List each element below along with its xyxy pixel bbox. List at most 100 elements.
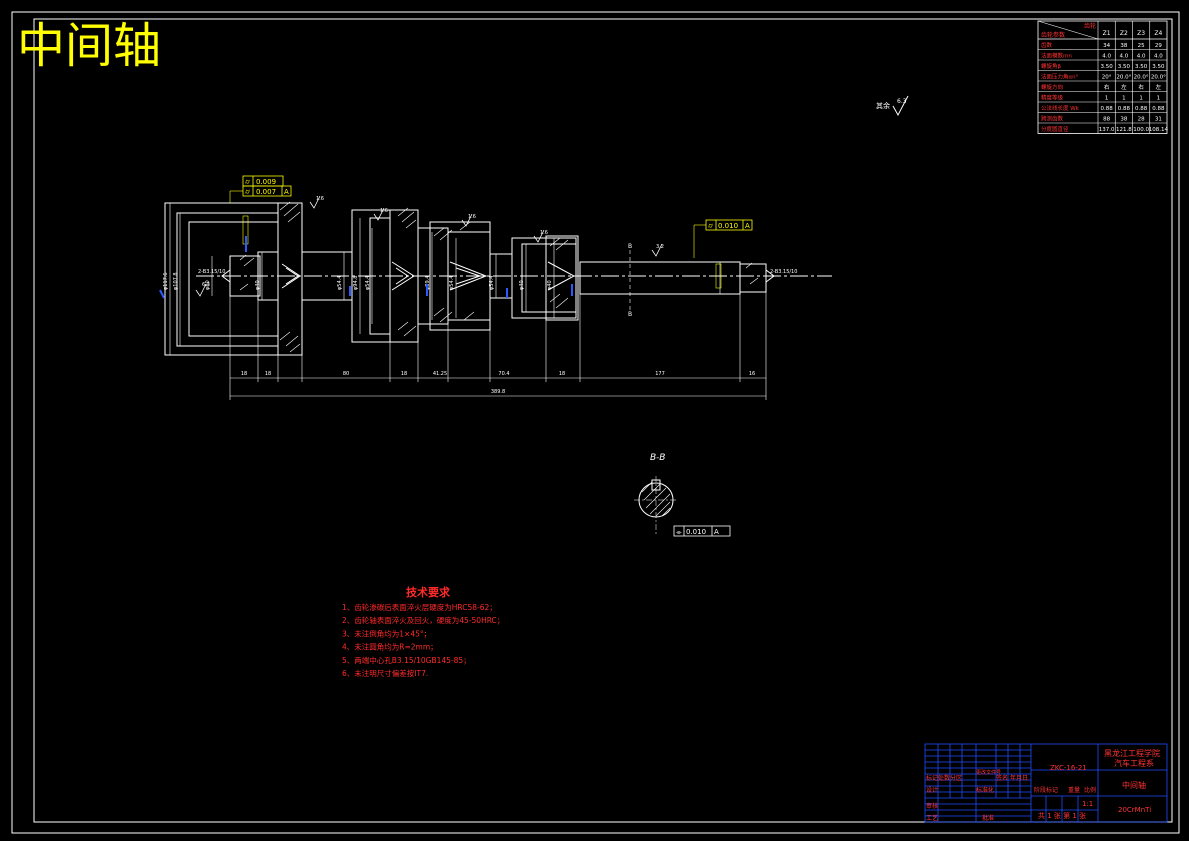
blue-mark-3 xyxy=(159,289,165,299)
params-cell: 1 xyxy=(1139,96,1143,102)
section-bb-tol-value: 0.010 xyxy=(686,528,706,536)
overall-length-label: 389.8 xyxy=(491,389,505,395)
params-cell: 右 xyxy=(1138,83,1144,91)
title-block-designer-3: 审核 xyxy=(926,802,938,810)
title-block-stage-3: 比例 xyxy=(1084,786,1096,794)
title-block-label-5: 签名 xyxy=(996,774,1008,782)
length-dim-label: 80 xyxy=(343,371,349,377)
params-cell: 1 xyxy=(1105,96,1109,102)
length-dim-label: 18 xyxy=(241,371,247,377)
diameter-dim-label: φ40 xyxy=(547,280,553,290)
gear-z2-teeth xyxy=(391,261,415,291)
params-cell: 0.88 xyxy=(1118,106,1131,112)
title-block-scale: 1:1 xyxy=(1082,800,1093,808)
params-col-header: Z3 xyxy=(1137,30,1145,37)
gear-z4-inner xyxy=(521,243,577,313)
right-end-centerhole xyxy=(765,269,775,283)
title-block-text: 黑龙江工程学院 汽车工程系 ZKC-16-21 中间轴 1:1 20CrMnTi… xyxy=(926,748,1160,822)
params-cell: 1 xyxy=(1122,96,1126,102)
title-block-designer-1: 设计 xyxy=(926,786,938,794)
gear-z4-teeth xyxy=(547,261,576,291)
drawing-title: 中间轴 xyxy=(17,18,161,74)
params-cell: 4.0 xyxy=(1102,54,1111,60)
tolerance-frame-2-value: 0.007 xyxy=(256,188,276,196)
tolerance-frame-2-symbol: ⌭ xyxy=(245,188,250,196)
blue-tolerance-marks xyxy=(159,215,722,299)
section-bb-tol-datum: A xyxy=(714,528,719,536)
params-cell: 137.0 xyxy=(1099,127,1115,133)
gear-z1-outline xyxy=(164,202,279,356)
diameter-dim-label: φ54.4 xyxy=(449,276,455,290)
tech-requirements-heading: 技术要求 xyxy=(406,585,451,599)
params-cell: 31 xyxy=(1155,117,1162,123)
tech-requirement-item: 2、齿轮轴表面淬火及回火，硬度为45-50HRC； xyxy=(342,615,504,625)
diameter-dim-label: φ107.8 xyxy=(173,272,179,290)
tolerance-frame-3-value: 0.010 xyxy=(718,222,738,230)
left-end-centerhole xyxy=(221,269,231,283)
inner-border xyxy=(33,18,1173,823)
section-view-bb: B-B ⌯ 0.010 A xyxy=(634,453,731,537)
section-bb-tol-symbol: ⌯ xyxy=(676,528,682,536)
params-cell: 20.0° xyxy=(1134,75,1149,81)
diameter-dim-lines xyxy=(169,203,721,355)
left-shoulder xyxy=(257,251,279,301)
params-cell: 34 xyxy=(1103,43,1110,49)
title-block-designer-4: 工艺 xyxy=(926,814,938,822)
tolerance-frame-3-datum: A xyxy=(745,222,750,230)
params-cell: 4.0 xyxy=(1120,54,1129,60)
tolerance-frame-2-datum: A xyxy=(284,188,289,196)
length-dim-label: 70.4 xyxy=(498,371,509,377)
length-dim-label: 16 xyxy=(749,371,755,377)
params-cell: 3.50 xyxy=(1152,64,1165,70)
roughness-value-label: 3.2 xyxy=(656,244,664,250)
params-col-header: Z1 xyxy=(1103,30,1111,37)
center-hole-left-label: 2-B3.15/10 xyxy=(198,269,225,275)
length-dim-label: 41.25 xyxy=(433,371,447,377)
params-cell: 108.14 xyxy=(1149,127,1169,133)
params-row-label: 螺旋方向 xyxy=(1041,83,1063,91)
params-row-label: 分度圆直径 xyxy=(1041,125,1069,133)
diameter-dim-label: φ54.4 xyxy=(365,276,371,290)
diameter-dim-label: φ80 xyxy=(205,280,211,290)
params-row-label: 法面压力角αn° xyxy=(1041,73,1079,81)
tech-requirement-item: 3、未注倒角均为1×45°； xyxy=(342,628,431,638)
params-row-label: 法面模数mn xyxy=(1041,52,1072,60)
section-bb-label: B-B xyxy=(650,453,665,463)
params-cell: 100.0 xyxy=(1133,127,1149,133)
tech-requirement-item: 4、未注圆角均为R=2mm； xyxy=(342,642,438,652)
roughness-value-label: 1.6 xyxy=(468,214,476,220)
shaft-main-view xyxy=(164,201,832,400)
roughness-value-label: 1.6 xyxy=(540,230,548,236)
params-header-top: 齿轮 xyxy=(1084,22,1096,30)
diameter-dim-label: φ54.4 xyxy=(337,276,343,290)
params-cell: 28 xyxy=(1138,117,1145,123)
tolerance-frame-1-symbol: ⌭ xyxy=(245,178,250,186)
length-dim-label: 18 xyxy=(401,371,407,377)
roughness-note-label: 其余 xyxy=(876,101,890,110)
params-row-label: 跨测齿数 xyxy=(1041,115,1064,123)
outer-border xyxy=(11,11,1180,834)
roughness-value-label: 1.6 xyxy=(316,196,324,202)
title-block-drawing-no: ZKC-16-21 xyxy=(1050,764,1087,772)
params-row-label: 螺旋角β xyxy=(1041,62,1062,70)
title-block-sheet: 共 1 张 第 1 张 xyxy=(1038,811,1086,820)
section-hatching xyxy=(239,201,759,353)
section-bb-hatch xyxy=(641,481,671,517)
section-mark-bottom: B xyxy=(628,311,632,318)
diameter-dim-label: φ40 xyxy=(519,280,525,290)
params-cell: 3.50 xyxy=(1118,64,1131,70)
length-dim-label: 18 xyxy=(559,371,565,377)
diameter-dim-label: φ40 xyxy=(255,280,261,290)
right-journal xyxy=(739,263,767,293)
params-table-diagonal xyxy=(1037,20,1099,40)
params-cell: 20.0° xyxy=(1116,75,1131,81)
params-cell: 88 xyxy=(1103,117,1110,123)
params-cell: 20° xyxy=(1102,75,1112,81)
title-block-label-3: 分区 xyxy=(950,774,962,782)
tech-requirement-item: 5、两端中心孔B3.15/10GB145-85； xyxy=(342,655,471,665)
params-cell: 20.0° xyxy=(1151,75,1166,81)
extension-lines xyxy=(229,292,767,400)
gear-z4-rim xyxy=(545,235,579,321)
